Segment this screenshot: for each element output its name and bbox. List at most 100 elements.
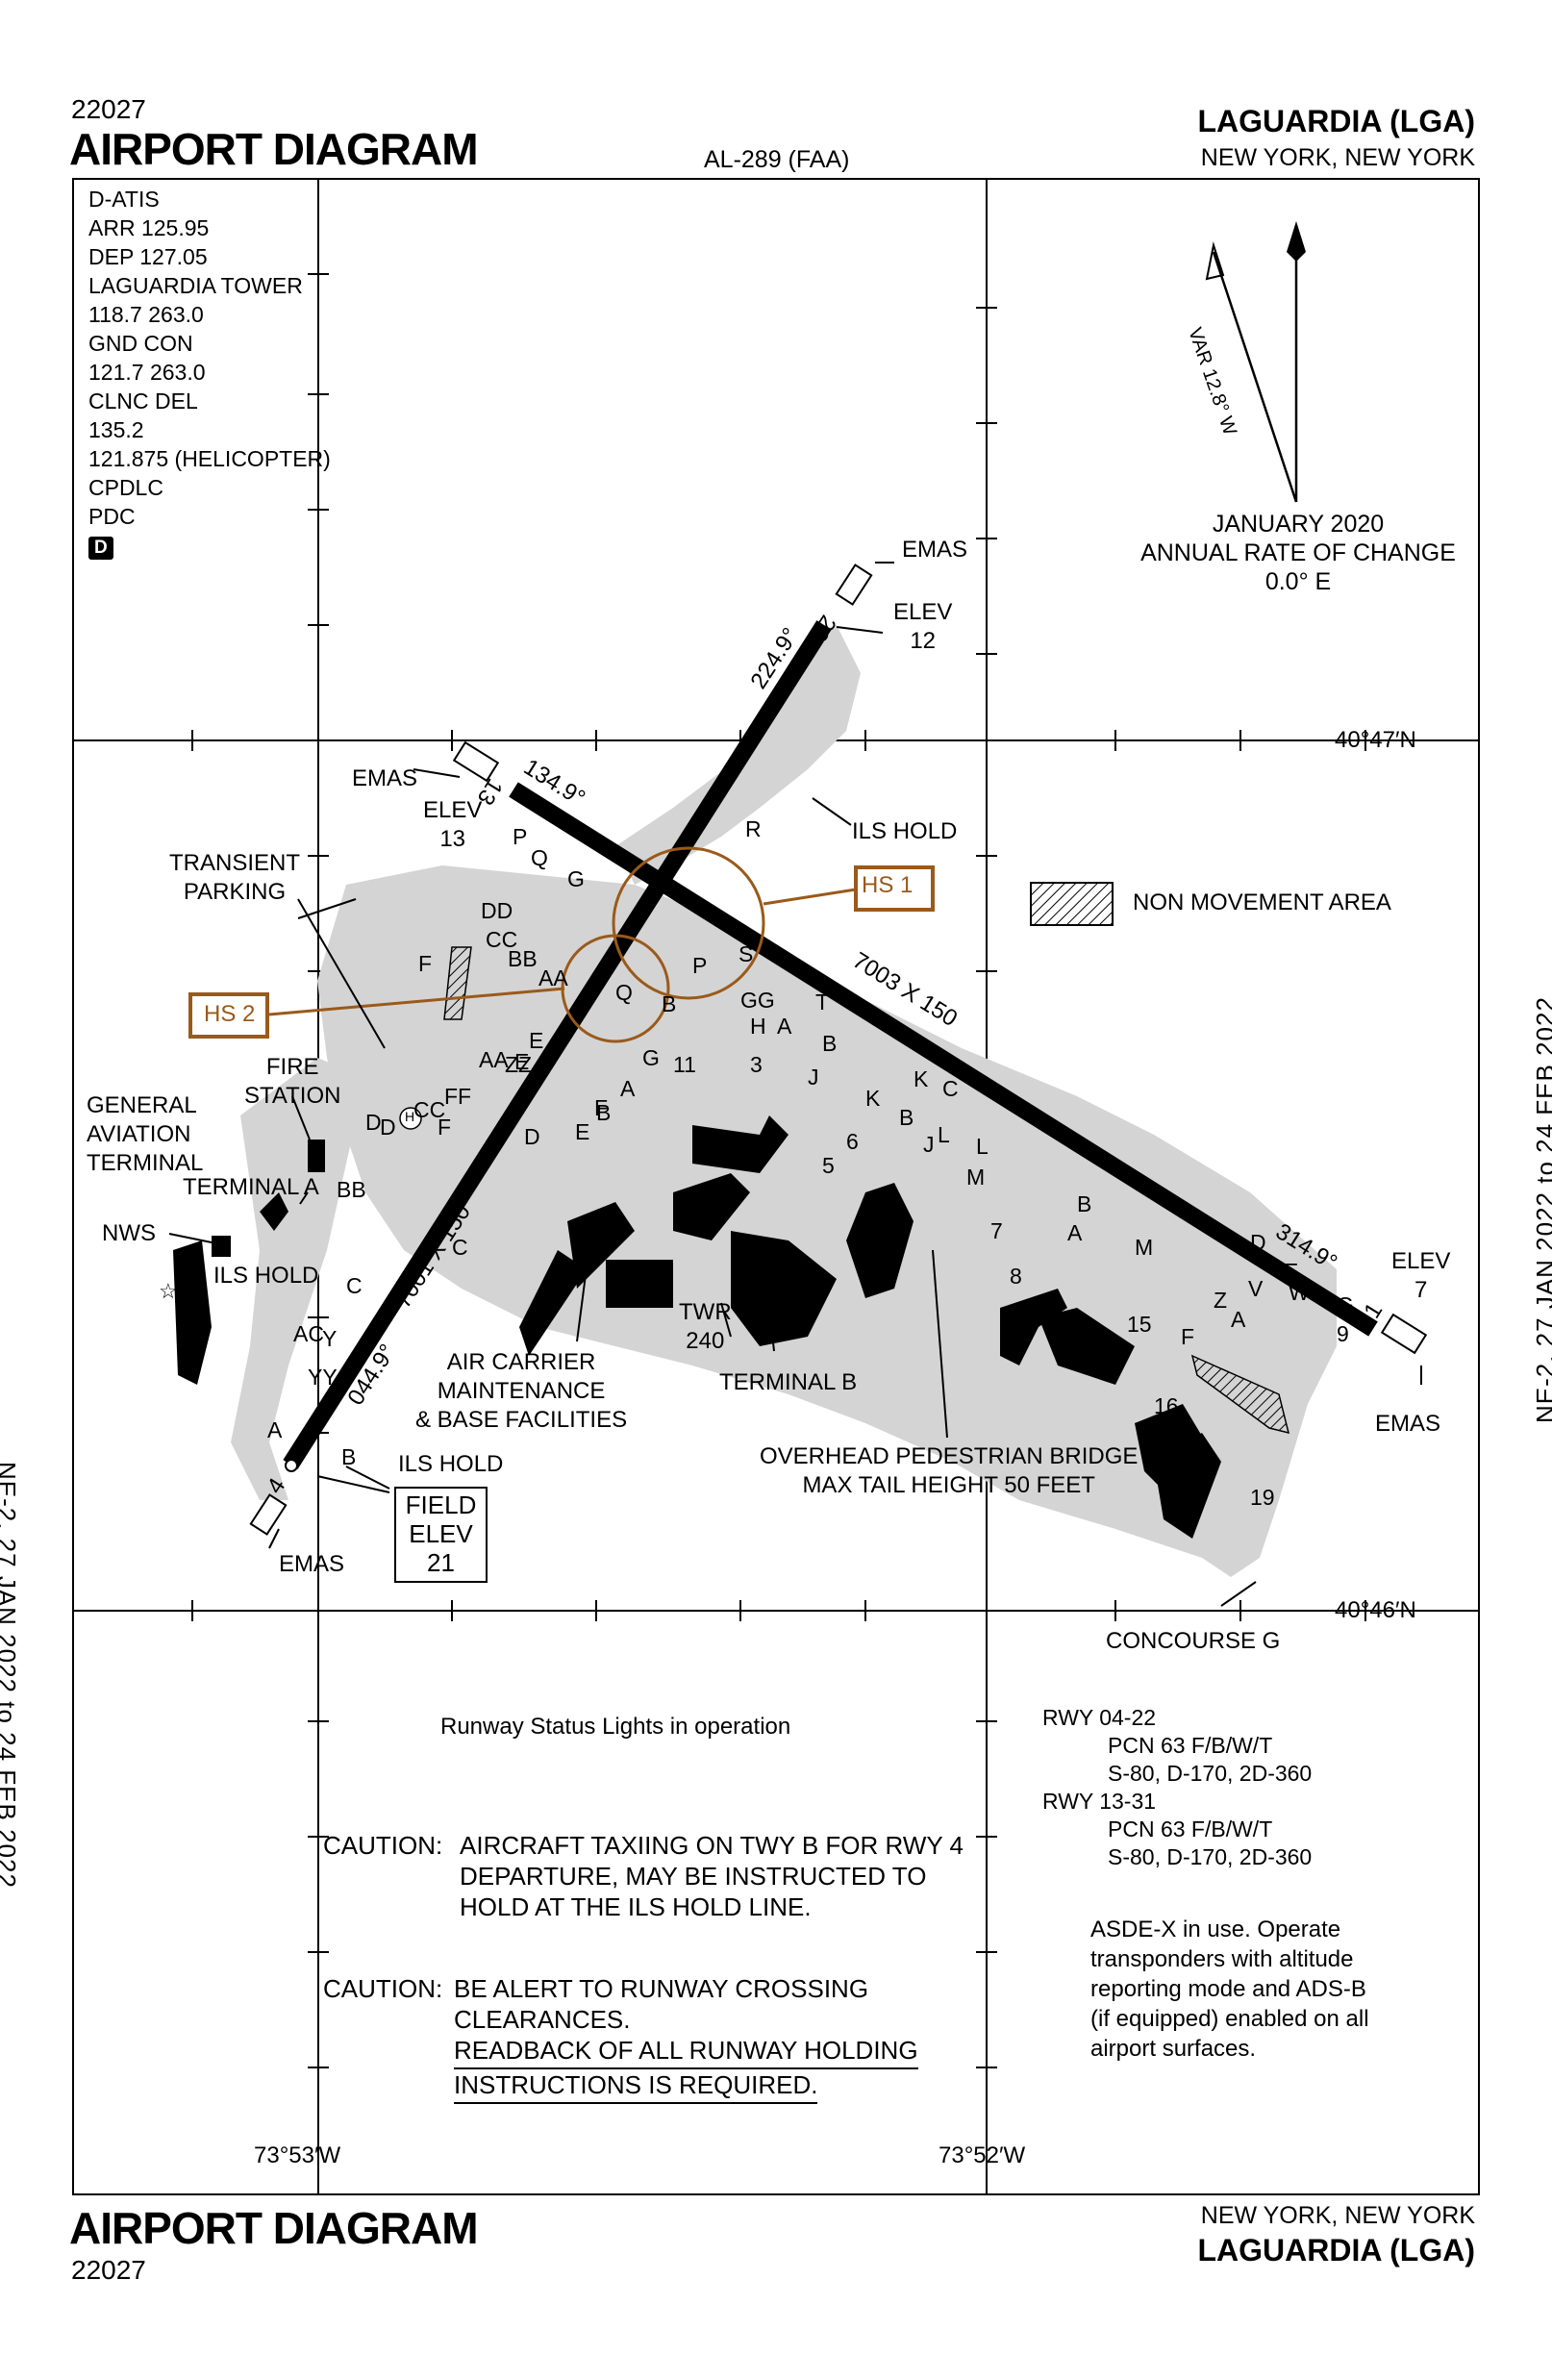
elev-13: ELEV 13 (423, 796, 482, 854)
taxiway-label: E (529, 1028, 543, 1053)
asde-line: transponders with altitude (1090, 1946, 1354, 1972)
taxiway-label: E (514, 1049, 529, 1074)
taxiway-label: J (808, 1065, 819, 1090)
ils-hold-label-south: ILS HOLD (398, 1451, 504, 1477)
building-fire-station (308, 1140, 325, 1172)
rwy-info-line: S-80, D-170, 2D-360 (1108, 1761, 1313, 1786)
freq-line: PDC (88, 504, 136, 529)
air-carrier-line: AIR CARRIER (446, 1349, 596, 1375)
freq-line: 121.875 (HELICOPTER) (88, 446, 331, 471)
taxiway-label: S (738, 941, 753, 966)
taxiway-label: C (942, 1076, 959, 1101)
terminal-b-label: TERMINAL B (719, 1369, 858, 1395)
rwy-info-line: PCN 63 F/B/W/T (1108, 1733, 1273, 1758)
building-hangar-1 (567, 1202, 635, 1289)
latitude-north: 40°47′N (1335, 727, 1416, 753)
caution-2-line: BE ALERT TO RUNWAY CROSSING (454, 1974, 869, 2003)
taxiway-label: 16 (1154, 1393, 1179, 1418)
taxiway-label: 3 (750, 1052, 763, 1077)
caution-2-tag: CAUTION: (323, 1974, 443, 2003)
taxiway-label: E (575, 1119, 589, 1144)
emas-rwy-13 (452, 740, 500, 783)
taxiway-label: B (899, 1105, 914, 1130)
taxiway-label: A (777, 1014, 792, 1039)
concourse-g-label: CONCOURSE G (1106, 1628, 1281, 1654)
tower-height: 240 (686, 1328, 725, 1354)
taxiway-label: A (1231, 1307, 1246, 1332)
fire-station-line: STATION (244, 1083, 341, 1109)
caution-1-line: AIRCRAFT TAXIING ON TWY B FOR RWY 4 (460, 1831, 964, 1860)
transient-parking-line: PARKING (183, 879, 287, 905)
taxiway-label: P (692, 953, 707, 978)
caution-2-underlined-line: INSTRUCTIONS IS REQUIRED. (454, 2069, 818, 2104)
taxiway-label: C (346, 1273, 363, 1298)
tower-label: TWR 240 (679, 1298, 732, 1356)
taxiway-label: M (1135, 1235, 1153, 1260)
taxiway-label: V (1248, 1276, 1264, 1301)
elev-31-label: ELEV (1391, 1248, 1451, 1274)
runway-pcn-info: RWY 04-22 PCN 63 F/B/W/T S-80, D-170, 2D… (1042, 1704, 1312, 1871)
taxiway-label: 19 (1250, 1485, 1275, 1510)
taxiway-label: A (1067, 1220, 1083, 1245)
building-terminal-c-2 (1039, 1308, 1135, 1385)
elev-22: ELEV 12 (893, 598, 952, 656)
compass-rate-label: ANNUAL RATE OF CHANGE (1140, 539, 1456, 566)
caution-1: CAUTION: (323, 1830, 442, 1861)
field-elev-line: FIELD (405, 1491, 477, 1519)
building-terminal-a (260, 1192, 288, 1231)
magnetic-north-line (1212, 251, 1298, 503)
asde-line: ASDE-X in use. Operate (1090, 1917, 1341, 1942)
taxiway-label: G (567, 866, 585, 891)
elev-13-label: ELEV (423, 797, 483, 823)
taxiway-label: BB (337, 1177, 366, 1202)
transient-parking-line: TRANSIENT (169, 850, 301, 876)
taxiway-label: BB (508, 946, 538, 971)
validity-left: NE-2, 27 JAN 2022 to 24 FEB 2022 (0, 1462, 21, 1889)
frequency-list: D-ATIS ARR 125.95 DEP 127.05 LAGUARDIA T… (88, 185, 331, 560)
chart-frame (72, 178, 1480, 2195)
ils-hold-label-north: ILS HOLD (852, 818, 958, 844)
building-terminal-c (1000, 1289, 1067, 1365)
building-concourse-g (1154, 1433, 1221, 1539)
grid-ticks (191, 273, 1366, 2068)
taxiway-label: A (620, 1076, 636, 1101)
fire-station-line: FIRE (265, 1054, 319, 1080)
runway-13-31 (509, 782, 1378, 1337)
hotspot-hs2-label: HS 2 (204, 1001, 256, 1027)
caution-1-body: AIRCRAFT TAXIING ON TWY B FOR RWY 4 DEPA… (460, 1830, 964, 1922)
non-movement-legend: NON MOVEMENT AREA (1133, 889, 1391, 915)
runway-04-22 (283, 620, 832, 1469)
ils-hold-label-west: ILS HOLD (213, 1263, 319, 1289)
freq-line: DEP 127.05 (88, 244, 208, 269)
caution-2-line: CLEARANCES. (454, 2005, 631, 2034)
field-elev-value: 21 (427, 1548, 455, 1577)
helipad-circle (399, 1107, 422, 1130)
building-nws (212, 1236, 231, 1257)
emas-label-13: EMAS (352, 765, 418, 791)
pavement-area (231, 625, 1337, 1577)
footer-airport-name: LAGUARDIA (LGA) (1197, 2233, 1475, 2267)
taxiway-label: Q (531, 845, 548, 870)
taxiway-label: FF (444, 1084, 471, 1109)
non-movement-area-east (1190, 1354, 1290, 1435)
taxiway-label: C (452, 1235, 468, 1260)
hotspot-hs2-box (188, 992, 269, 1039)
asde-line: (if equipped) enabled on all (1090, 2006, 1369, 2032)
taxiway-label: E (1284, 1259, 1298, 1284)
non-movement-area-west (443, 946, 472, 1020)
taxiway-label: L (976, 1134, 989, 1159)
freq-line: CLNC DEL (88, 388, 198, 413)
freq-line: CPDLC (88, 475, 163, 500)
compass-date: JANUARY 2020 (1212, 511, 1385, 538)
taxiway-label: B (662, 991, 676, 1016)
caution-2: CAUTION: (323, 1973, 442, 2004)
taxiway-label: L (938, 1122, 950, 1147)
freq-line: 121.7 263.0 (88, 360, 206, 385)
caution-1-line: DEPARTURE, MAY BE INSTRUCTED TO (460, 1862, 927, 1891)
bridge-line: MAX TAIL HEIGHT 50 FEET (802, 1472, 1095, 1498)
elev-31-value: 7 (1414, 1277, 1428, 1303)
taxiway-label: D (365, 1110, 382, 1135)
building-footprints (173, 1115, 1221, 1539)
taxiway-label: F (438, 1115, 451, 1140)
